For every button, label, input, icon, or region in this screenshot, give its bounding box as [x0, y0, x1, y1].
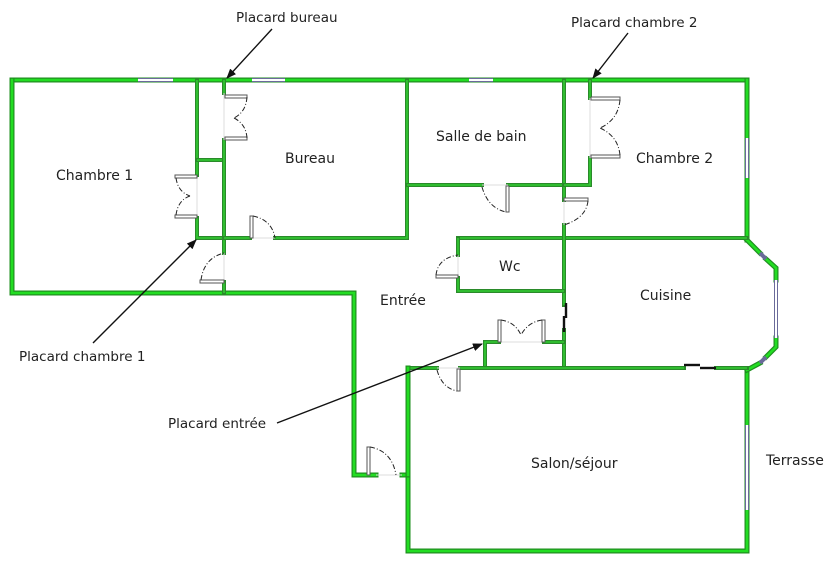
cuisine-sliding-door[interactable] [562, 303, 568, 332]
placard-bureau-door[interactable] [223, 93, 248, 141]
placard-entree-door[interactable] [497, 319, 546, 343]
chambre2-door[interactable] [563, 197, 589, 226]
entrance-door[interactable] [366, 446, 402, 476]
room-label-chambre2: Chambre 2 [636, 151, 713, 167]
arrow-placard-entree [276, 343, 483, 424]
callouts: Placard bureau Placard chambre 2 Placard… [19, 10, 697, 432]
room-label-terrasse: Terrasse [765, 453, 824, 469]
room-label-salon: Salon/séjour [531, 456, 618, 472]
doors [174, 93, 716, 476]
bureau-door[interactable] [249, 215, 276, 239]
callout-placard-chambre1: Placard chambre 1 [19, 349, 145, 365]
interior-walls [195, 78, 749, 478]
salle-de-bain-door[interactable] [481, 184, 510, 213]
room-label-chambre1: Chambre 1 [56, 168, 133, 184]
room-label-bureau: Bureau [285, 151, 335, 167]
room-label-cuisine: Cuisine [640, 288, 691, 304]
arrow-placard-chambre1 [92, 239, 197, 344]
callout-placard-chambre2: Placard chambre 2 [571, 15, 697, 31]
placard-chambre2-door[interactable] [589, 96, 621, 159]
chambre1-door[interactable] [199, 252, 225, 284]
placard-chambre1-door[interactable] [174, 174, 198, 219]
room-labels: Chambre 1 Bureau Salle de bain Chambre 2… [56, 129, 824, 472]
arrow-placard-chambre2 [592, 32, 629, 79]
arrow-placard-bureau [226, 28, 273, 79]
room-label-salle-de-bain: Salle de bain [436, 129, 527, 145]
salon-cuisine-sliding-door[interactable] [684, 363, 716, 370]
room-label-entree: Entrée [380, 293, 426, 309]
windows [138, 78, 778, 510]
callout-placard-bureau: Placard bureau [236, 10, 338, 26]
callout-placard-entree: Placard entrée [168, 416, 266, 432]
wc-door[interactable] [435, 254, 459, 279]
salon-door[interactable] [436, 367, 461, 392]
room-label-wc: Wc [499, 259, 521, 275]
